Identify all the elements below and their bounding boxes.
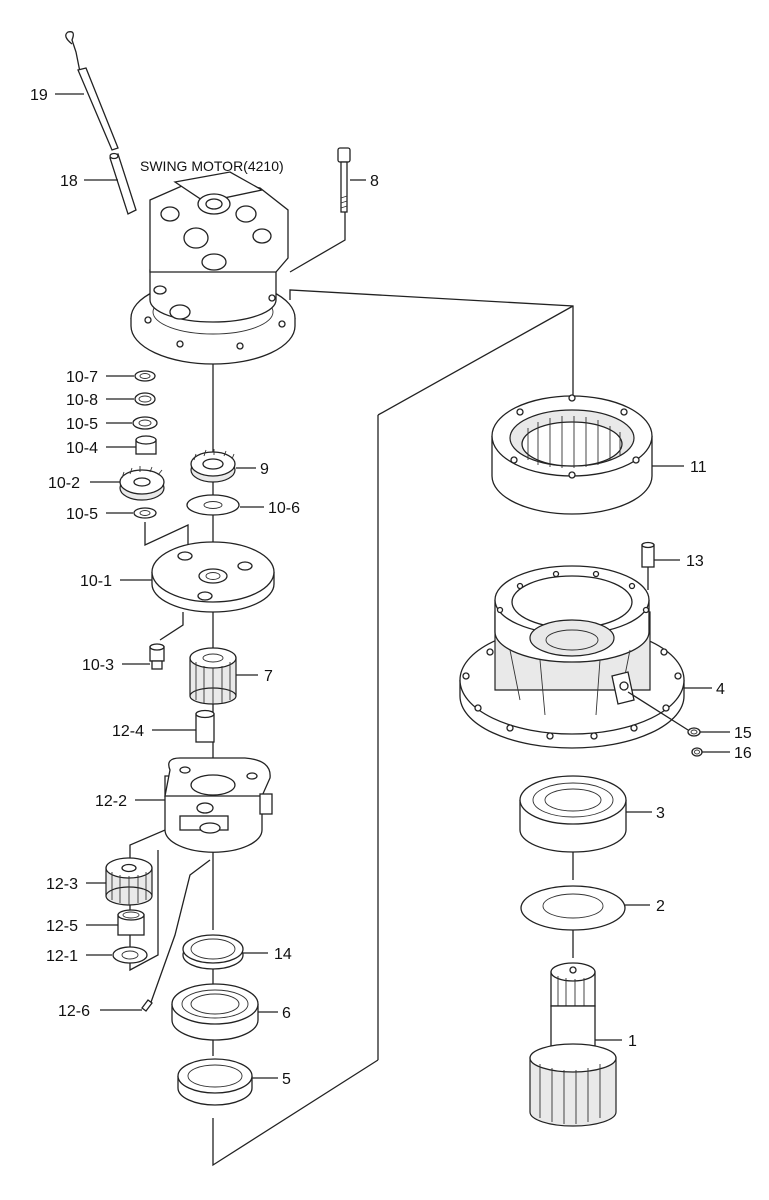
callout-12-1: 12-1 xyxy=(46,948,78,965)
ring-gear-11 xyxy=(491,394,653,515)
bolt-8 xyxy=(337,147,351,213)
callout-19: 19 xyxy=(30,87,48,104)
callout-10-6: 10-6 xyxy=(268,500,300,517)
callout-12-3: 12-3 xyxy=(46,876,78,893)
pin-12-4 xyxy=(195,709,215,743)
ring-10-8 xyxy=(134,392,156,406)
callout-10-1: 10-1 xyxy=(80,573,112,590)
swing-motor xyxy=(130,171,296,365)
dipstick-19 xyxy=(65,31,119,151)
gear-12-3 xyxy=(105,857,153,906)
callout-16: 16 xyxy=(734,745,752,762)
housing-4 xyxy=(459,565,685,749)
callout-10-5-lower: 10-5 xyxy=(66,506,98,523)
seal-5 xyxy=(177,1058,253,1106)
pin-10-3 xyxy=(149,643,165,670)
callout-12-4: 12-4 xyxy=(112,723,144,740)
callout-13: 13 xyxy=(686,553,704,570)
callout-11: 11 xyxy=(690,459,707,476)
callout-10-3: 10-3 xyxy=(82,657,114,674)
bearing-6 xyxy=(171,983,259,1041)
callout-9: 9 xyxy=(260,461,269,478)
callout-7: 7 xyxy=(264,668,273,685)
ring-10-5-upper xyxy=(132,416,158,430)
ring-14 xyxy=(182,934,244,970)
callout-12-2: 12-2 xyxy=(95,793,127,810)
callout-14: 14 xyxy=(274,946,292,963)
callout-10-8: 10-8 xyxy=(66,392,98,409)
plug-16 xyxy=(691,747,703,757)
callout-12-6: 12-6 xyxy=(58,1003,90,1020)
callout-12-5: 12-5 xyxy=(46,918,78,935)
callout-10-2: 10-2 xyxy=(48,475,80,492)
callout-10-5-upper: 10-5 xyxy=(66,416,98,433)
washer-2 xyxy=(520,885,626,931)
bearing-3 xyxy=(519,775,627,853)
leader-lines xyxy=(55,93,730,1079)
callout-10-4: 10-4 xyxy=(66,440,98,457)
callout-3: 3 xyxy=(656,805,665,822)
callout-6: 6 xyxy=(282,1005,291,1022)
bushing-10-4 xyxy=(135,435,157,455)
callout-18: 18 xyxy=(60,173,78,190)
callout-15: 15 xyxy=(734,725,752,742)
callout-8: 8 xyxy=(370,173,379,190)
pin-18 xyxy=(109,152,137,215)
gear-7 xyxy=(189,647,237,705)
ring-10-7 xyxy=(134,370,156,382)
pinion-shaft-1 xyxy=(529,962,617,1127)
callout-10-7: 10-7 xyxy=(66,369,98,386)
plug-15 xyxy=(627,691,701,737)
callout-1: 1 xyxy=(628,1033,637,1050)
pin-13 xyxy=(641,541,655,568)
callout-5: 5 xyxy=(282,1071,291,1088)
ring-10-5-lower xyxy=(133,507,157,519)
bushing-12-5 xyxy=(117,909,145,936)
gear-9 xyxy=(190,449,236,483)
callout-2: 2 xyxy=(656,898,665,915)
carrier-12-2 xyxy=(164,757,273,853)
spring-pin-12-6 xyxy=(141,999,153,1012)
diagram-title: SWING MOTOR(4210) xyxy=(140,158,284,174)
callout-4: 4 xyxy=(716,681,725,698)
carrier-10-1 xyxy=(151,541,275,613)
washer-12-1 xyxy=(112,946,148,964)
washer-10-6 xyxy=(186,494,240,516)
gear-10-2 xyxy=(119,466,165,501)
